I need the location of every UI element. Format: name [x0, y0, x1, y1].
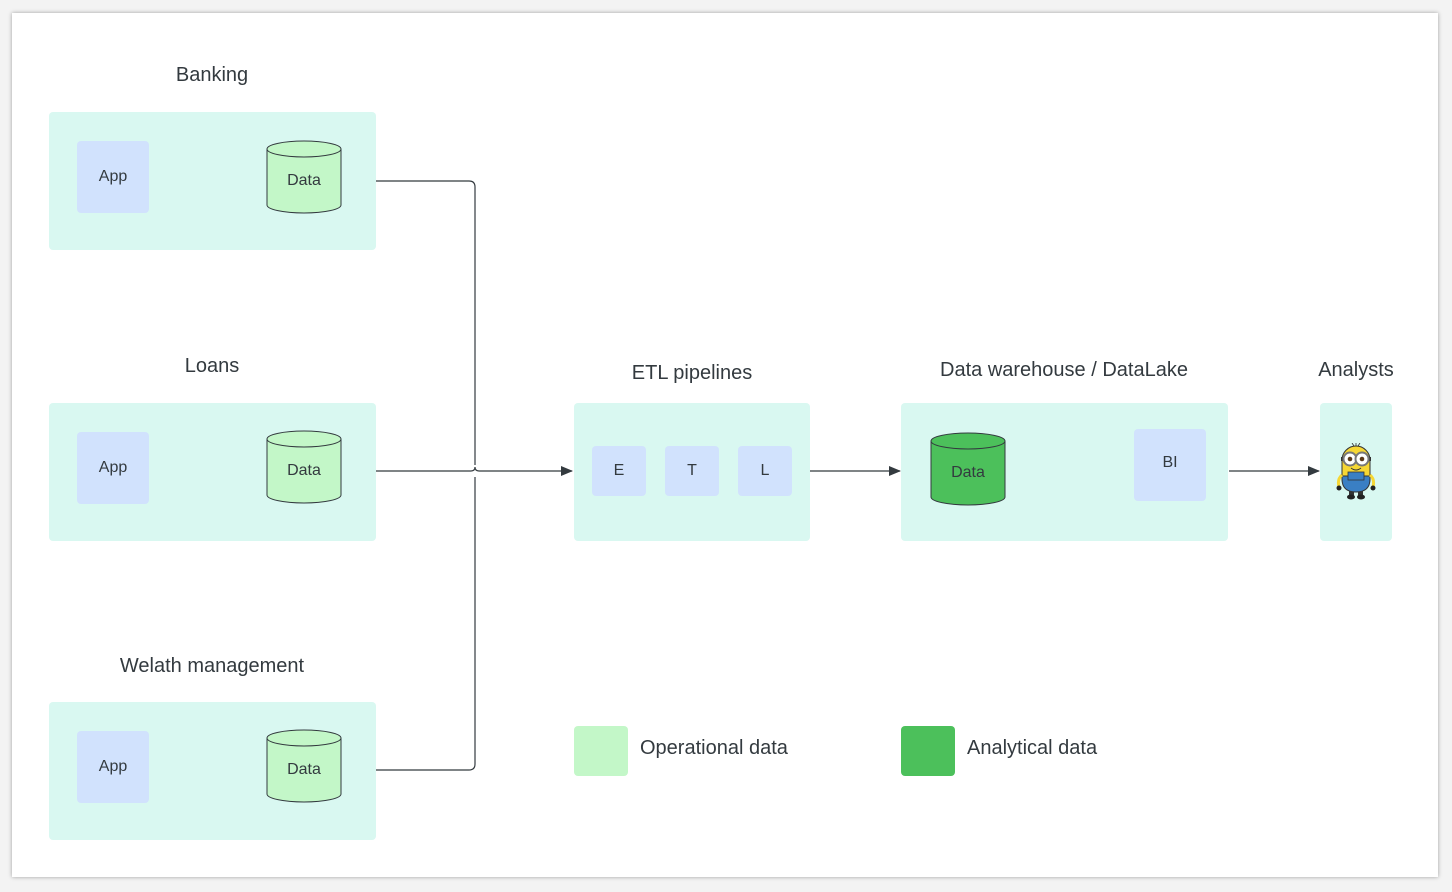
legend-operational-label: Operational data	[640, 737, 788, 759]
loans-to-etl-connector	[376, 466, 573, 476]
wealth-title: Welath management	[119, 655, 305, 677]
banking-to-etl-connector	[376, 180, 476, 465]
warehouse-data-store: Data	[930, 432, 1006, 506]
banking-title: Banking	[175, 64, 249, 86]
warehouse-title: Data warehouse / DataLake	[940, 359, 1188, 381]
bi-box: BI	[1134, 429, 1206, 501]
wealth-data-store: Data	[266, 729, 342, 803]
banking-data-store: Data	[266, 140, 342, 214]
etl-transform-box: T	[665, 446, 719, 496]
banking-app-box: App	[77, 141, 149, 213]
wealth-data-label: Data	[287, 761, 321, 778]
warehouse-data-label: Data	[951, 464, 985, 481]
loans-data-store: Data	[266, 430, 342, 504]
legend-analytical-label: Analytical data	[967, 737, 1098, 759]
etl-title: ETL pipelines	[631, 362, 753, 384]
etl-extract-box: E	[592, 446, 646, 496]
operational-cylinder-icon	[266, 430, 342, 504]
etl-load-box: L	[738, 446, 792, 496]
analytical-cylinder-icon	[930, 432, 1006, 506]
wealth-to-etl-connector	[376, 477, 476, 771]
legend-operational-swatch	[574, 726, 628, 776]
minion-icon	[1336, 443, 1376, 500]
loans-app-box: App	[77, 432, 149, 504]
wealth-app-box: App	[77, 731, 149, 803]
operational-cylinder-icon	[266, 729, 342, 803]
banking-data-label: Data	[287, 172, 321, 189]
legend-analytical-swatch	[901, 726, 955, 776]
operational-cylinder-icon	[266, 140, 342, 214]
loans-title: Loans	[184, 355, 240, 377]
loans-data-label: Data	[287, 462, 321, 479]
analysts-title: Analysts	[1318, 359, 1394, 381]
